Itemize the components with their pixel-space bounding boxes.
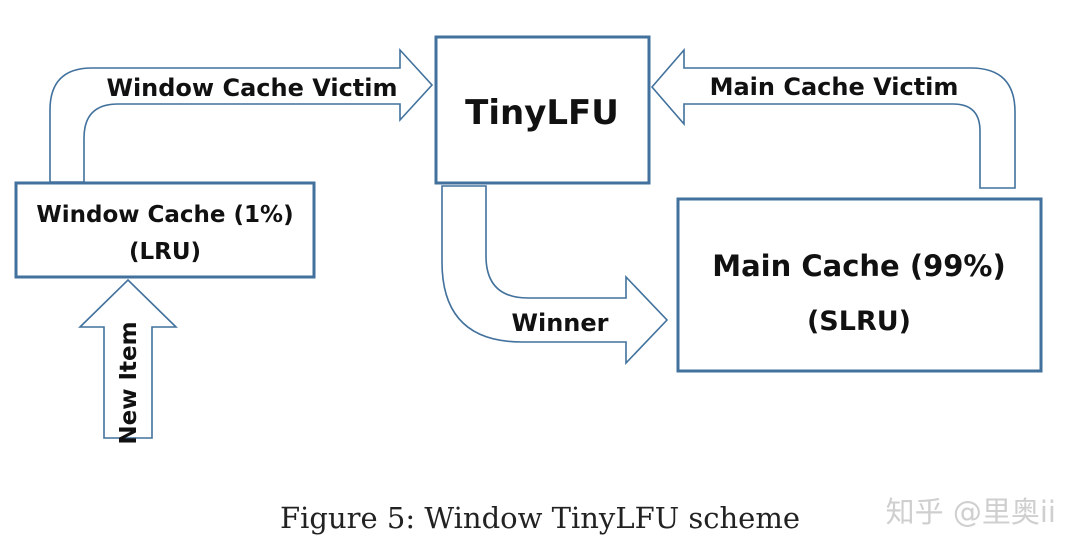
window-cache-victim-label: Window Cache Victim xyxy=(106,74,397,102)
winner-arrow xyxy=(441,185,669,365)
winner-label: Winner xyxy=(512,309,609,337)
new-item-arrow xyxy=(78,278,178,439)
window-cache-label-line2: (LRU) xyxy=(129,239,201,265)
tinylfu-label: TinyLFU xyxy=(465,93,619,133)
main-cache-label-line1: Main Cache (99%) xyxy=(712,249,1005,283)
watermark: 知乎 @里奥ii xyxy=(886,495,1056,529)
main-cache-box xyxy=(676,197,1043,373)
main-cache-victim-arrow xyxy=(650,47,1016,189)
window-cache-victim-arrow xyxy=(49,47,434,183)
new-item-label: New Item xyxy=(116,321,142,444)
figure-caption: Figure 5: Window TinyLFU scheme xyxy=(280,501,800,535)
main-cache-victim-label: Main Cache Victim xyxy=(710,73,959,101)
window-cache-box xyxy=(14,181,316,279)
main-cache-label-line2: (SLRU) xyxy=(807,306,911,337)
tinylfu-box xyxy=(434,35,651,185)
window-cache-label-line1: Window Cache (1%) xyxy=(36,202,293,228)
